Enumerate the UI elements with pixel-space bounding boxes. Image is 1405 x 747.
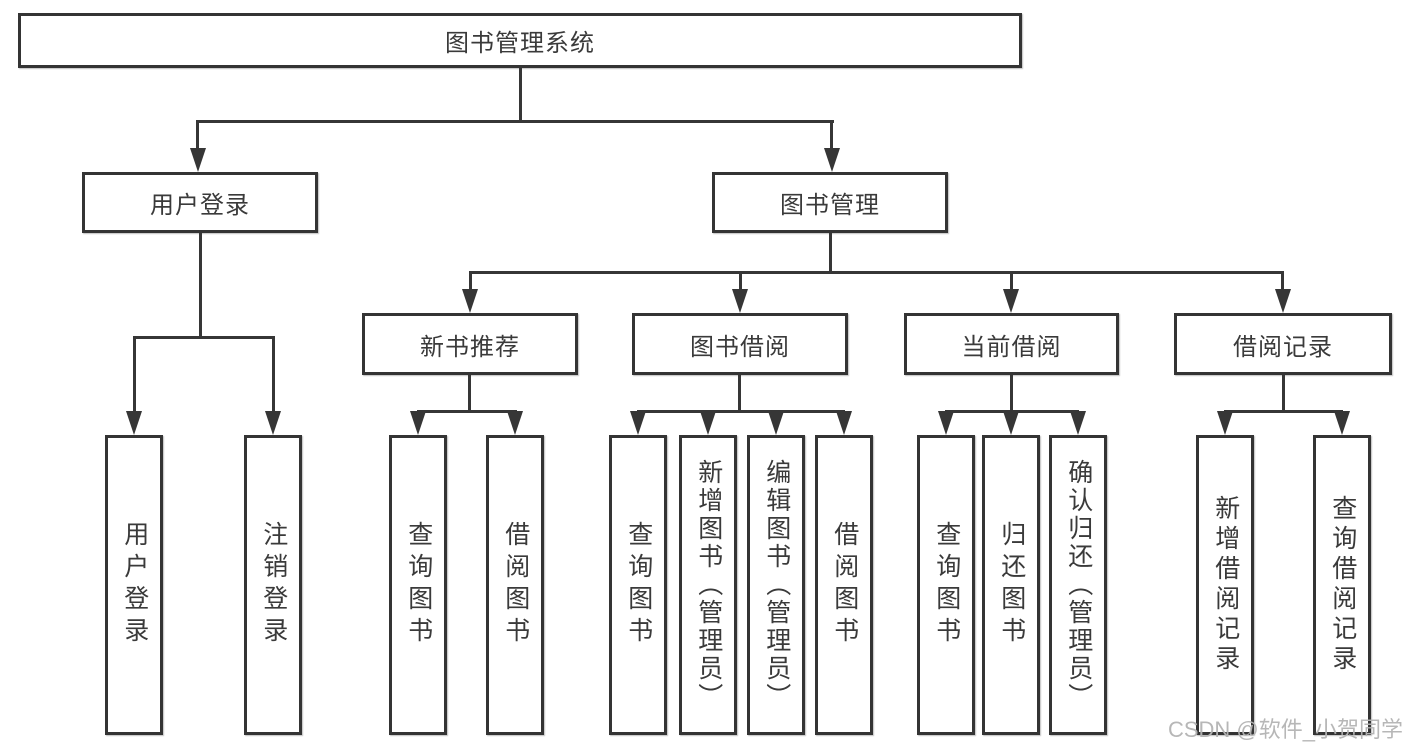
- node-label: 查询图书: [932, 521, 961, 649]
- node-user-login: 用户登录: [82, 172, 318, 233]
- connector-arrow-shaft: [1010, 271, 1013, 293]
- connector-arrow-shaft: [133, 336, 136, 413]
- leaf-return-books: 归还图书: [982, 435, 1040, 735]
- node-label: 查询图书: [404, 521, 433, 649]
- arrow-down-icon: [265, 411, 281, 435]
- csdn-watermark: CSDN @软件_小贺同学: [1167, 717, 1403, 742]
- arrow-down-icon: [1070, 411, 1086, 435]
- arrow-down-icon: [410, 411, 426, 435]
- node-current-borrowing: 当前借阅: [904, 313, 1119, 375]
- node-label: 新书推荐: [420, 333, 520, 361]
- connector-user-login-stub: [199, 233, 202, 339]
- node-label: 新增借阅记录: [1211, 495, 1240, 675]
- arrow-down-icon: [938, 411, 954, 435]
- connector-book-borrow-hline: [637, 410, 845, 413]
- node-book-management: 图书管理: [712, 172, 948, 233]
- arrow-down-icon: [1334, 411, 1350, 435]
- arrow-down-icon: [732, 289, 748, 313]
- leaf-borrow-books-recommend: 借阅图书: [486, 435, 544, 735]
- connector-arrow-shaft: [469, 271, 472, 293]
- connector-new-book-hline: [417, 410, 517, 413]
- arrow-down-icon: [768, 411, 784, 435]
- node-label: 归还图书: [997, 521, 1026, 649]
- leaf-query-books-current: 查询图书: [917, 435, 975, 735]
- leaf-add-book-admin: 新增图书（管理员）: [679, 435, 737, 735]
- arrow-down-icon: [836, 411, 852, 435]
- connector-arrow-shaft: [196, 120, 199, 152]
- node-book-borrowing: 图书借阅: [632, 313, 848, 375]
- connector-arrow-shaft: [739, 271, 742, 293]
- connector-borrow-records-stub: [1282, 375, 1285, 413]
- node-label: 借阅记录: [1233, 333, 1333, 361]
- connector-book-mgmt-hline: [469, 271, 1284, 274]
- leaf-logout: 注销登录: [244, 435, 302, 735]
- arrow-down-icon: [700, 411, 716, 435]
- arrow-down-icon: [824, 148, 840, 172]
- connector-new-book-stub: [468, 375, 471, 413]
- leaf-add-borrow-record: 新增借阅记录: [1196, 435, 1254, 735]
- arrow-down-icon: [126, 411, 142, 435]
- connector-arrow-shaft: [1281, 271, 1284, 293]
- leaf-confirm-return-admin: 确认归还（管理员）: [1049, 435, 1107, 735]
- connector-arrow-shaft: [830, 120, 833, 152]
- leaf-query-books-borrowing: 查询图书: [609, 435, 667, 735]
- connector-arrow-shaft: [272, 336, 275, 413]
- arrow-down-icon: [1217, 411, 1233, 435]
- connector-root-stub: [519, 68, 522, 122]
- connector-book-mgmt-stub: [829, 233, 832, 273]
- node-label: 新增图书（管理员）: [694, 459, 723, 711]
- leaf-user-login: 用户登录: [105, 435, 163, 735]
- arrow-down-icon: [1003, 289, 1019, 313]
- connector-current-borrow-stub: [1010, 375, 1013, 413]
- node-label: 编辑图书（管理员）: [762, 459, 791, 711]
- arrow-down-icon: [1275, 289, 1291, 313]
- connector-user-login-hline: [133, 336, 274, 339]
- node-label: 用户登录: [150, 192, 250, 219]
- node-new-book-recommend: 新书推荐: [362, 313, 578, 375]
- leaf-borrow-books-borrowing: 借阅图书: [815, 435, 873, 735]
- node-label: 图书管理系统: [445, 30, 595, 57]
- node-label: 借阅图书: [830, 521, 859, 649]
- node-label: 当前借阅: [961, 333, 1062, 361]
- connector-root-hline: [197, 120, 834, 123]
- leaf-query-books-recommend: 查询图书: [389, 435, 447, 735]
- node-library-management-system: 图书管理系统: [18, 13, 1022, 68]
- node-label: 借阅图书: [501, 521, 530, 649]
- leaf-query-borrow-records: 查询借阅记录: [1313, 435, 1371, 735]
- node-label: 图书借阅: [690, 333, 790, 361]
- arrow-down-icon: [630, 411, 646, 435]
- arrow-down-icon: [190, 148, 206, 172]
- node-borrowing-records: 借阅记录: [1174, 313, 1392, 375]
- leaf-edit-book-admin: 编辑图书（管理员）: [747, 435, 805, 735]
- node-label: 查询借阅记录: [1328, 495, 1357, 675]
- node-label: 查询图书: [624, 521, 653, 649]
- connector-borrow-records-hline: [1224, 410, 1343, 413]
- node-label: 注销登录: [259, 521, 288, 649]
- arrow-down-icon: [1003, 411, 1019, 435]
- arrow-down-icon: [462, 289, 478, 313]
- connector-book-borrow-stub: [738, 375, 741, 413]
- arrow-down-icon: [507, 411, 523, 435]
- node-label: 图书管理: [780, 192, 880, 219]
- node-label: 确认归还（管理员）: [1064, 459, 1093, 711]
- node-label: 用户登录: [120, 521, 149, 649]
